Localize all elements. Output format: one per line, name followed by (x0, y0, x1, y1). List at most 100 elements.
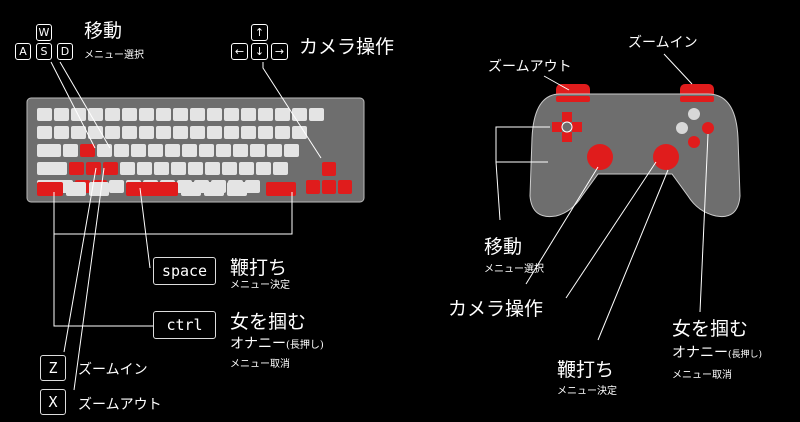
keyboard-key (258, 126, 273, 139)
keyboard-key (63, 144, 78, 157)
kb-zoom-out-label: ズームアウト (78, 397, 162, 413)
keyboard-key (131, 144, 146, 157)
keyboard-key (199, 144, 214, 157)
kb-key-left (306, 180, 320, 194)
keyboard-key (292, 108, 307, 121)
keyboard-key (224, 108, 239, 121)
a-key: A (15, 43, 31, 60)
keyboard-key (173, 126, 188, 139)
pad-grab-title: 女を掴む (672, 318, 749, 340)
keyboard-key (97, 144, 112, 157)
pad-zoom-in-label: ズームイン (628, 35, 698, 51)
kb-key-space (126, 182, 178, 196)
arrow-right-key: → (271, 43, 288, 60)
keyboard-key (284, 144, 299, 157)
pad-grab-line2-text: オナニー (672, 345, 728, 361)
pad-camera-title: カメラ操作 (448, 298, 544, 320)
keyboard-key (71, 126, 86, 139)
w-key: W (36, 24, 52, 41)
keyboard-key (292, 126, 307, 139)
gamepad-illustration (529, 84, 741, 218)
kb-key-ctrl-right (266, 182, 296, 196)
keyboard-key (120, 162, 135, 175)
keyboard-key (222, 162, 237, 175)
kb-whip-title: 鞭打ち (230, 257, 288, 279)
keyboard-key (241, 108, 256, 121)
keyboard-key (137, 162, 152, 175)
keyboard-key (154, 162, 169, 175)
keyboard-key (258, 108, 273, 121)
keyboard-key (122, 126, 137, 139)
s-key: S (36, 43, 52, 60)
z-key: Z (40, 355, 66, 381)
keyboard-key (190, 126, 205, 139)
keyboard-key (250, 144, 265, 157)
d-key: D (57, 43, 73, 60)
kb-key-ctrl (37, 182, 63, 196)
kb-key-asd (69, 162, 84, 175)
keyboard-key (204, 182, 224, 196)
keyboard-key (37, 144, 61, 157)
kb-whip-sub: メニュー決定 (230, 280, 290, 291)
keyboard-key (148, 144, 163, 157)
pad-grab-line2: オナニー(長押し) (672, 342, 762, 362)
pad-whip-title: 鞭打ち (557, 359, 615, 381)
kb-camera-title: カメラ操作 (299, 36, 395, 58)
kb-zoom-in-label: ズームイン (78, 362, 148, 378)
kb-grab-sub: メニュー取消 (230, 359, 290, 370)
keyboard-key (122, 108, 137, 121)
pad-move-sub: メニュー選択 (484, 264, 544, 275)
keyboard-key (139, 108, 154, 121)
keyboard-key (190, 108, 205, 121)
kb-key-asd (86, 162, 101, 175)
keyboard-key (239, 162, 254, 175)
keyboard-key (37, 108, 52, 121)
arrow-left-key: ← (231, 43, 248, 60)
keyboard-key (233, 144, 248, 157)
keyboard-key (37, 126, 52, 139)
keyboard-key (139, 126, 154, 139)
keyboard-key (245, 180, 260, 193)
keyboard-key (54, 108, 69, 121)
pad-move-title: 移動 (484, 236, 523, 258)
keyboard-key (205, 162, 220, 175)
kb-key-right (338, 180, 352, 194)
keyboard-key (188, 162, 203, 175)
arrow-down-key: ↓ (251, 43, 268, 60)
pad-whip-sub: メニュー決定 (557, 386, 617, 397)
kb-move-sub: メニュー選択 (84, 50, 144, 61)
keyboard-illustration (26, 97, 365, 203)
keyboard-key (171, 162, 186, 175)
keyboard-key (224, 126, 239, 139)
kb-key-w (80, 144, 95, 157)
kb-key-down (322, 180, 336, 194)
pad-grab-sub: メニュー取消 (672, 370, 732, 381)
keyboard-key (71, 108, 86, 121)
ctrl-key: ctrl (153, 311, 216, 339)
keyboard-key (275, 126, 290, 139)
kb-grab-line2-text: オナニー (230, 336, 286, 352)
keyboard-key (216, 144, 231, 157)
keyboard-key (66, 182, 86, 196)
keyboard-key (267, 144, 282, 157)
keyboard-key (54, 126, 69, 139)
keyboard-key (181, 182, 201, 196)
keyboard-key (89, 182, 109, 196)
keyboard-key (105, 126, 120, 139)
keyboard-key (273, 162, 288, 175)
keyboard-key (182, 144, 197, 157)
kb-grab-note: (長押し) (286, 340, 324, 351)
arrow-up-key: ↑ (251, 24, 268, 41)
kb-grab-title: 女を掴む (230, 311, 307, 333)
keyboard-key (156, 126, 171, 139)
kb-key-up (322, 162, 336, 176)
keyboard-key (109, 180, 124, 193)
keyboard-key (88, 108, 103, 121)
keyboard-key (241, 126, 256, 139)
keyboard-leader-lines (50, 61, 322, 391)
x-key: X (40, 389, 66, 415)
keyboard-key (156, 108, 171, 121)
space-key: space (153, 257, 216, 285)
keyboard-key (173, 108, 188, 121)
